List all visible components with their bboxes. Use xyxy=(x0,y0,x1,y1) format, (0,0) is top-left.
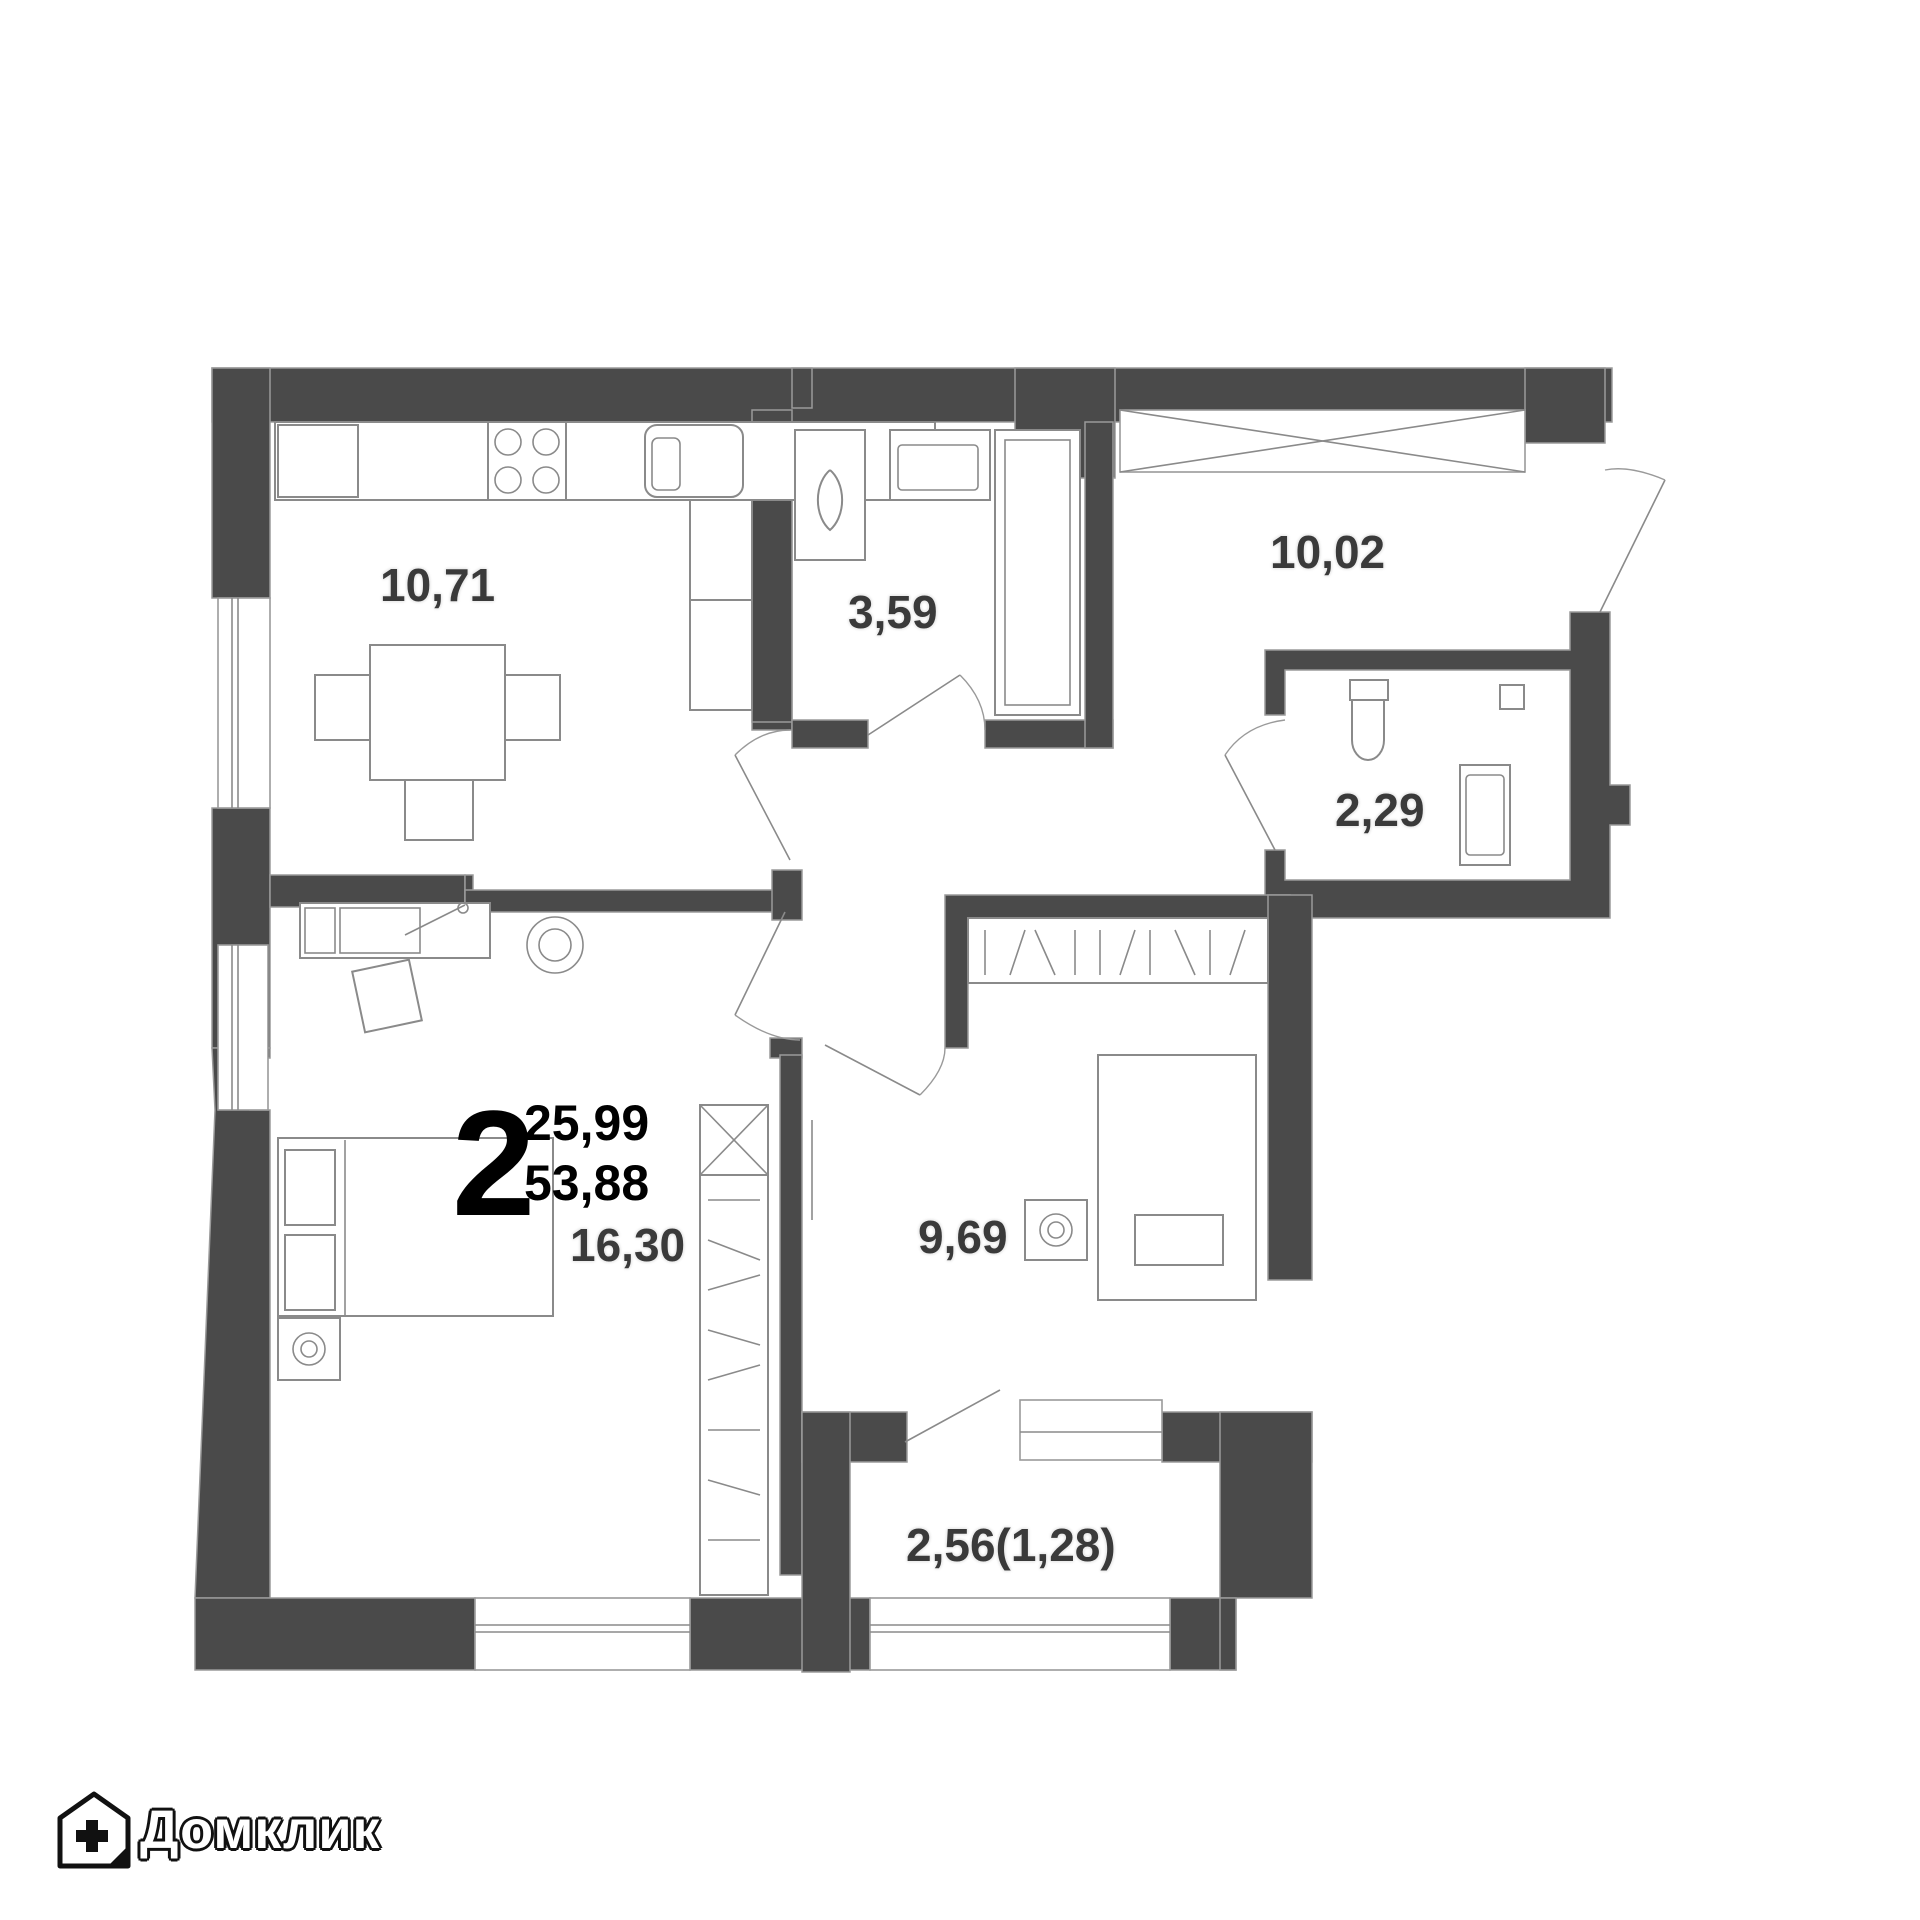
bathroom-fixtures xyxy=(794,429,1081,716)
living-area: 25,99 xyxy=(524,1095,650,1151)
room-area-toilet: 2,29 xyxy=(1335,784,1425,836)
room-area-kitchen: 10,71 xyxy=(380,559,496,611)
logo-text: Домклик xyxy=(140,1800,381,1860)
room-area-hallway: 10,02 xyxy=(1270,526,1386,578)
room-area-bathroom: 3,59 xyxy=(848,586,938,638)
toilet-fixtures xyxy=(1349,679,1525,866)
room-area-bedroom-large: 16,30 xyxy=(570,1219,686,1271)
brand-logo: Домклик xyxy=(56,1790,381,1870)
bedroom-small-furniture xyxy=(811,917,1269,1301)
doors xyxy=(734,468,1666,1443)
windows xyxy=(217,409,1526,1671)
total-area: 53,88 xyxy=(524,1155,650,1211)
house-logo-icon xyxy=(57,1791,131,1869)
apartment-summary: 2 25,99 53,88 xyxy=(452,1088,692,1238)
bedroom-large-furniture xyxy=(277,902,769,1596)
room-count: 2 xyxy=(452,1079,536,1247)
room-area-balcony: 2,56(1,28) xyxy=(906,1519,1116,1571)
room-area-bedroom-small: 9,69 xyxy=(918,1211,1008,1263)
